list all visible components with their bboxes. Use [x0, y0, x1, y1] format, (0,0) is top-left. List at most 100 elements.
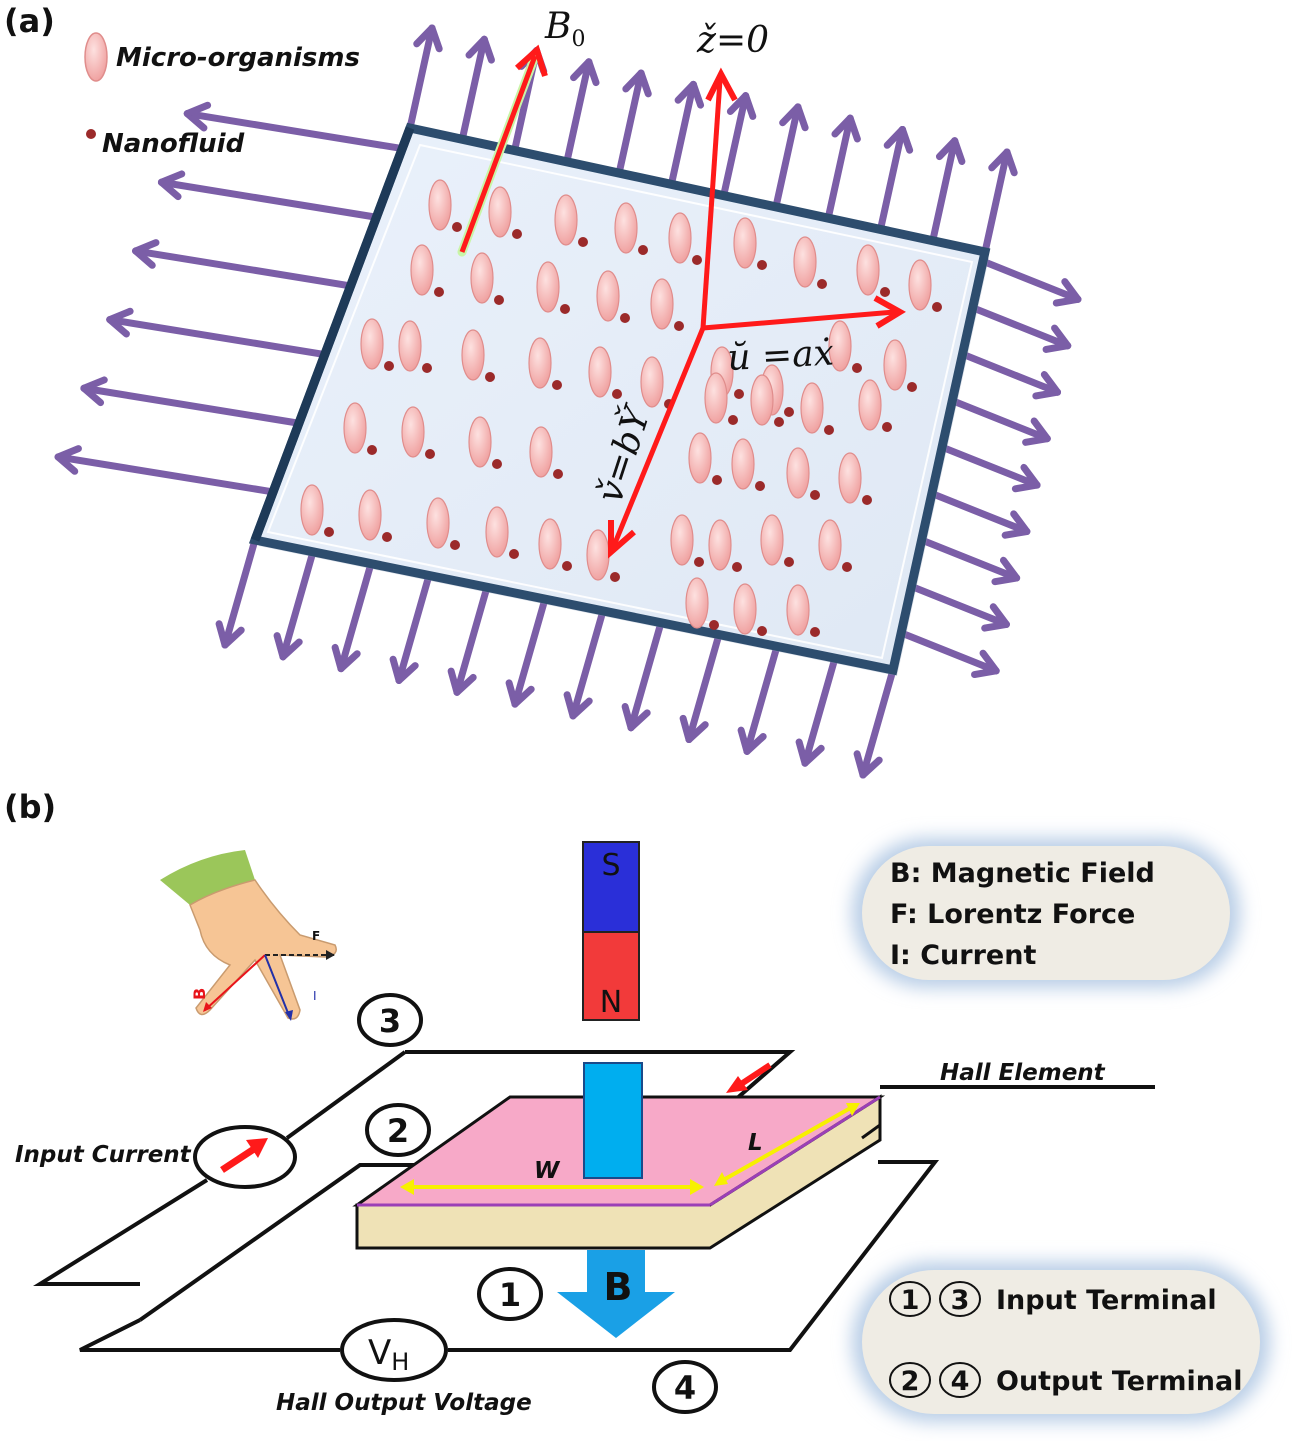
- nanoparticle: [728, 415, 738, 425]
- nanoparticle: [734, 389, 744, 399]
- micro-organism: [614, 202, 638, 254]
- stretch-arrow-top: [406, 24, 443, 132]
- legend-current: I: Current: [890, 940, 1036, 971]
- stretch-arrow-right: [959, 350, 1062, 400]
- legend-terminal-1: 1: [901, 1285, 920, 1316]
- micro-organism: [300, 484, 324, 536]
- terminal-3-number: 3: [379, 1002, 401, 1040]
- nanoparticle: [422, 363, 432, 373]
- nanoparticle: [692, 255, 702, 265]
- hall-element-label: Hall Element: [940, 1060, 1106, 1086]
- nanoparticle: [842, 562, 852, 572]
- circuit-wires: [33, 1050, 1155, 1352]
- nanoparticle: [492, 459, 502, 469]
- terminal-1-number: 1: [499, 1276, 521, 1314]
- micro-organism: [358, 489, 382, 541]
- micro-organism: [536, 261, 560, 313]
- stretch-arrow-bottom: [505, 595, 549, 708]
- micro-organism: [883, 339, 907, 391]
- stretch-arrow-left: [132, 239, 355, 290]
- nanoparticle: [450, 540, 460, 550]
- nanoparticle: [512, 229, 522, 239]
- stretch-arrow-top: [563, 58, 600, 166]
- magnet-n-label: N: [600, 985, 622, 1020]
- micro-organism: [428, 179, 452, 231]
- nanoparticle: [862, 495, 872, 505]
- micro-organism: [731, 438, 755, 490]
- stretch-arrow-top: [458, 35, 495, 143]
- wire-terminal-4: [448, 1160, 940, 1352]
- stretch-arrow-top: [981, 148, 1018, 256]
- nanoparticle: [578, 237, 588, 247]
- z-axis-arrow: [700, 79, 723, 329]
- nanoparticle: [553, 469, 563, 479]
- legend-output-terminal-label: Output Terminal: [996, 1366, 1242, 1397]
- hand-b-label: B: [190, 988, 209, 1000]
- magnetic-flux-column: [583, 1062, 643, 1179]
- nanoparticle: [674, 321, 684, 331]
- micro-organism: [398, 320, 422, 372]
- nanoparticle: [552, 380, 562, 390]
- nanoparticle: [817, 279, 827, 289]
- legend-magnetic-field: B: Magnetic Field: [890, 858, 1155, 889]
- legend-terminal-2: 2: [901, 1366, 920, 1397]
- micro-organism: [828, 320, 852, 372]
- stretch-arrow-left: [80, 376, 303, 427]
- micro-organism: [856, 244, 880, 296]
- legend-box-terminals: 1 3 Input Terminal 2 4 Output Terminal: [852, 1262, 1270, 1422]
- vh-subscript: H: [391, 1348, 409, 1376]
- nanoparticle: [638, 245, 648, 255]
- vh-symbol: V: [368, 1333, 391, 1373]
- stretch-arrow-right: [907, 582, 1010, 632]
- legend-terminal-4: 4: [951, 1366, 970, 1397]
- micro-organism: [650, 278, 674, 330]
- micro-organism: [750, 374, 774, 426]
- nanoparticle: [932, 302, 942, 312]
- nanoparticle: [709, 620, 719, 630]
- wire-terminal-3: [405, 1050, 796, 1102]
- nanoparticle: [882, 422, 892, 432]
- legend-micro-organisms-label: Micro-organisms: [116, 43, 360, 73]
- micro-organism: [485, 506, 509, 558]
- right-hand-rule-illustration: F B I: [160, 850, 337, 1021]
- micro-organism: [488, 186, 512, 238]
- nanoparticle: [784, 407, 794, 417]
- nanoparticle: [620, 313, 630, 323]
- stretch-arrow-top: [667, 80, 705, 188]
- nanoparticle: [810, 490, 820, 500]
- magnet-north-pole: [582, 931, 640, 1021]
- micro-organism: [688, 432, 712, 484]
- nanoparticle: [880, 287, 890, 297]
- micro-organism: [343, 402, 367, 454]
- micro-organism: [708, 519, 732, 571]
- nanoparticle: [367, 445, 377, 455]
- micro-organism: [596, 270, 620, 322]
- legend-micro-organisms: Micro-organisms: [84, 32, 360, 82]
- stretch-arrow-right: [928, 490, 1031, 539]
- nanoparticle: [824, 425, 834, 435]
- stretch-arrow-top: [720, 92, 757, 200]
- stretch-arrow-right: [918, 536, 1021, 586]
- stretch-arrow-right: [948, 397, 1051, 446]
- stretch-arrow-bottom: [447, 583, 491, 696]
- length-label: L: [748, 1130, 763, 1156]
- axis-arrows: [457, 44, 906, 559]
- terminal-4: 4: [652, 1360, 718, 1414]
- micro-organism: [733, 583, 757, 635]
- nanoparticle: [810, 627, 820, 637]
- legend-lorentz-force: F: Lorentz Force: [890, 899, 1135, 930]
- stretch-arrow-bottom: [215, 536, 259, 649]
- micro-organism: [640, 356, 664, 408]
- micro-organism-icon: [84, 32, 108, 82]
- b0-arrow: [459, 55, 538, 253]
- legend-input-terminal: 1 3 Input Terminal: [889, 1281, 1217, 1317]
- nanoparticle: [774, 417, 784, 427]
- nanoparticle: [425, 449, 435, 459]
- v-axis-arrow: [610, 327, 706, 549]
- micro-organism: [426, 497, 450, 549]
- terminal-1: 1: [477, 1267, 543, 1321]
- bar-magnet: S N: [582, 841, 640, 1021]
- hall-voltage-meter: VH: [340, 1318, 448, 1382]
- micro-organism: [733, 217, 757, 269]
- stretch-arrow-bottom: [795, 654, 839, 767]
